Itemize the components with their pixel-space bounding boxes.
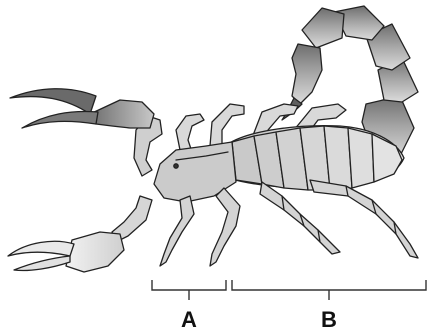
lower-claw-finger-top [8,241,74,256]
upper-pedipalp-hand [90,100,154,128]
upper-claw-finger-top [10,89,96,114]
lower-pedipalp-hand [66,232,124,272]
near-leg-2 [210,188,240,266]
upper-claw-finger-bottom [22,112,98,128]
lower-pedipalp [8,196,152,272]
telson [292,44,322,104]
upper-pedipalp [10,89,162,176]
lower-claw-finger-bottom [14,256,70,271]
tergite-6 [348,128,374,188]
eye [174,164,178,168]
label-a: A [181,307,197,332]
near-leg-1 [160,196,194,266]
tail-segment-5 [302,8,344,48]
bracket-a [152,280,226,300]
label-b: B [321,307,337,332]
bracket-b [232,280,426,300]
